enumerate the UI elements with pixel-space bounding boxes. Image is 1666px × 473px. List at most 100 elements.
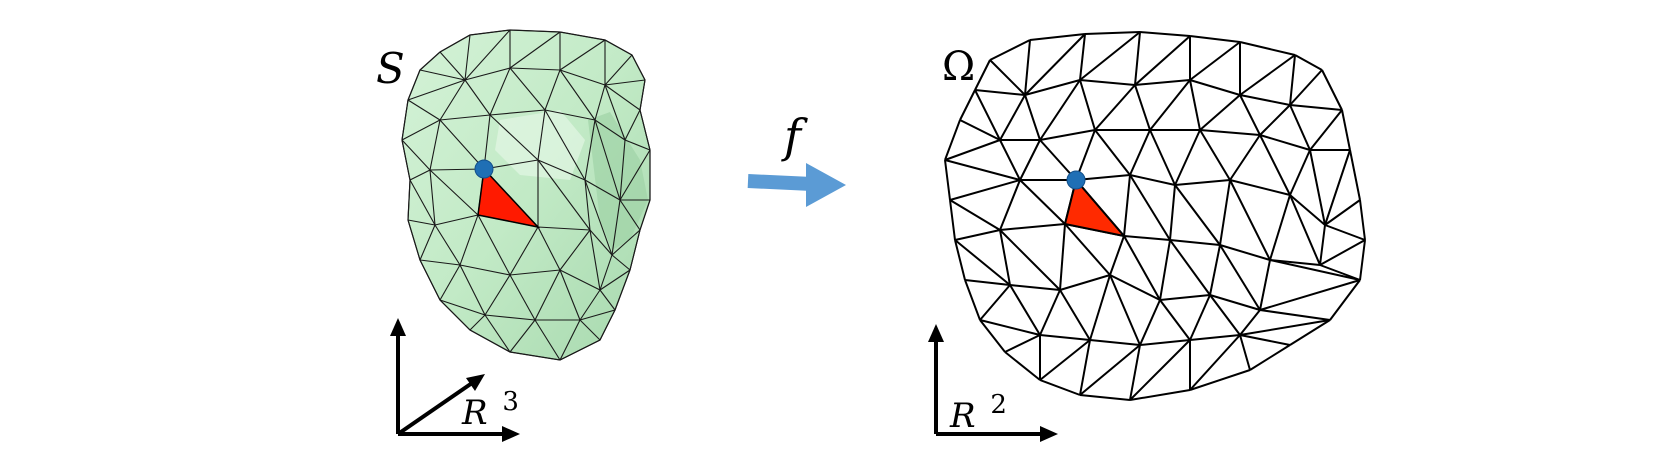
planar-mesh-edge (1259, 279, 1361, 311)
surface-mesh-edge (604, 39, 633, 56)
planar-mesh-edge (1079, 33, 1086, 81)
planar-mesh-edge (1004, 351, 1041, 381)
surface-mesh-edge (624, 109, 641, 141)
surface-mesh-edge (584, 179, 613, 256)
planar-mesh-edge (979, 319, 1006, 353)
planar-mesh-edge (1064, 223, 1111, 276)
planar-mesh-edge (1059, 223, 1066, 291)
planar-mesh-edge (1059, 274, 1111, 291)
planar-mesh-edge (1129, 174, 1171, 241)
planar-mesh-edge (974, 89, 1026, 96)
planar-mesh-edge (1129, 129, 1151, 176)
surface-mesh-edge (559, 229, 591, 271)
planar-mesh-edge (1174, 129, 1201, 186)
surface-mesh-edge (464, 34, 471, 81)
planar-mesh-edge (1019, 179, 1066, 225)
surface-mesh-edge (611, 229, 641, 256)
surface-mesh-edge (459, 264, 511, 276)
planar-mesh-edge (954, 239, 966, 281)
planar-mesh-edge (979, 319, 1041, 336)
planar-mesh-edge (1239, 334, 1251, 371)
surface-mesh-edge (419, 224, 436, 261)
planar-mesh-edge (1189, 294, 1211, 341)
surface-mesh-edge (537, 226, 591, 231)
surface-mesh-edge (537, 109, 546, 161)
planar-mesh-edge (1229, 179, 1271, 261)
planar-mesh-edge (1239, 334, 1291, 346)
surface-mesh-edge (419, 51, 441, 71)
planar-mesh-edge (1039, 339, 1091, 381)
surface-mesh-edge (429, 169, 436, 226)
planar-mesh-edge (1239, 94, 1261, 136)
surface-mesh-edge (464, 79, 491, 116)
surface-mesh-edge (464, 29, 511, 81)
planar-mesh-edge (954, 229, 1001, 241)
planar-mesh-edge (944, 119, 961, 161)
planar-mesh-edge (989, 39, 1031, 61)
surface-mesh-edge (407, 99, 441, 121)
surface-mesh-edge (509, 351, 561, 361)
planar-mesh-edge (1189, 35, 1241, 43)
surface-mesh-edge (509, 31, 561, 69)
planar-mesh-edge (1079, 79, 1136, 86)
planar-mesh-edge (1084, 31, 1141, 35)
surface-mesh-edge (594, 119, 626, 141)
planar-mesh-edge (1359, 239, 1366, 281)
planar-mesh-edge (1039, 129, 1096, 141)
surface-mesh-edge (401, 119, 441, 141)
planar-mesh-edge (1029, 33, 1086, 41)
surface-mesh-edge (604, 84, 641, 111)
planar-mesh-edge (1129, 174, 1176, 186)
planar-mesh-edge (1219, 179, 1231, 246)
planar-mesh-edge (1009, 284, 1061, 291)
planar-mesh-edge (1079, 79, 1096, 131)
map-label: f (781, 109, 808, 163)
planar-mesh-edge (1089, 339, 1141, 346)
planar-mesh-edge (1259, 259, 1271, 311)
surface-mesh-edge (489, 67, 511, 116)
surface-mesh-edge (537, 159, 591, 231)
surface-mesh-edge (439, 264, 461, 301)
planar-mesh-edge (1149, 79, 1191, 131)
planar-mesh-edge (1324, 199, 1361, 226)
planar-mesh-edge (1209, 294, 1241, 336)
planar-mesh-edge (1321, 69, 1343, 111)
planar-mesh-edge (974, 59, 991, 91)
planar-mesh-edge (1109, 274, 1161, 301)
surface-mesh-edge (419, 259, 461, 266)
planar-mesh-edge (944, 159, 1021, 181)
surface-mesh-edge (624, 139, 651, 151)
planar-mesh-edge (1341, 109, 1351, 151)
planar-mesh-edge (1189, 41, 1241, 81)
surface-mesh-edge (604, 84, 626, 141)
surface-mesh-edge (584, 179, 621, 201)
surface-mesh-edge (407, 69, 421, 101)
surface-mesh-edge (439, 299, 486, 316)
planar-mesh-edge (944, 159, 951, 201)
surface-mesh-edge (559, 69, 606, 86)
planar-mesh-edge (1319, 224, 1326, 266)
space-2d-label: R 2 (949, 390, 1007, 436)
planar-mesh-edge (1324, 149, 1351, 226)
planar-mesh-edge (1109, 235, 1125, 276)
planar-mesh-edge (949, 199, 1001, 231)
planar-mesh-edge (1059, 289, 1091, 341)
planar-mesh-edge (1359, 199, 1366, 241)
planar-mesh-edge (1199, 94, 1241, 131)
surface-mesh-edge (401, 139, 411, 181)
planar-mesh-edge (1123, 235, 1171, 241)
planar-mesh-edge (949, 199, 956, 241)
surface-mesh-edge (631, 54, 646, 81)
surface-mesh-edge (509, 29, 561, 33)
planar-mesh-edge (1209, 294, 1261, 311)
planar-mesh-edge (1159, 299, 1191, 341)
surface-mesh-edge (611, 199, 621, 256)
surface-mesh-edge (439, 51, 466, 81)
surface-mesh-edge (469, 329, 511, 353)
surface-mesh-edge (599, 254, 613, 291)
surface-mesh-edge (594, 84, 606, 121)
planar-mesh-edge (1189, 369, 1251, 391)
surface-mesh-edge (639, 199, 651, 231)
surface-mesh-edge (584, 119, 596, 181)
surface-mesh-edge (544, 109, 596, 121)
